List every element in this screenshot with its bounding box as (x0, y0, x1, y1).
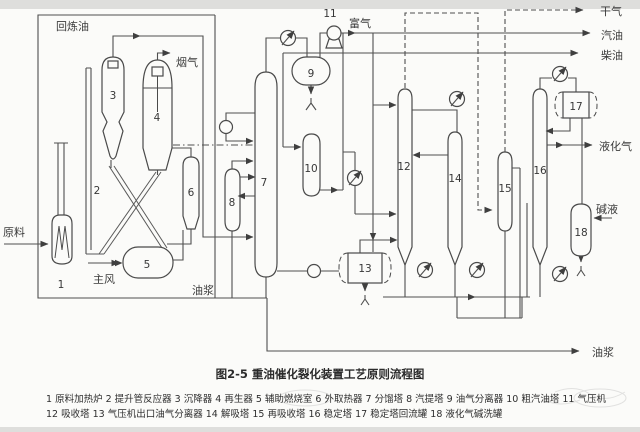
label-caustic: 碱液 (596, 202, 618, 216)
label-lpg: 液化气 (599, 139, 632, 153)
legend-line-1: 1 原料加热炉 2 提升管反应器 3 沉降器 4 再生器 5 辅助燃烧室 6 外… (46, 393, 606, 405)
scan-edge-top (0, 0, 640, 9)
figure-caption: 图2-5 重油催化裂化装置工艺原则流程图 (216, 367, 425, 381)
label-slurry-left: 油浆 (192, 283, 214, 297)
control-valve-icon (551, 65, 569, 83)
label-dry-gas: 干气 (600, 4, 622, 18)
regenerator-cyclone-icon (143, 76, 172, 112)
furnace-coil-icon (54, 225, 70, 259)
vessel-absorber-12 (397, 88, 413, 267)
equip-num-15: 15 (498, 183, 511, 195)
control-valve-icon (468, 261, 486, 279)
vessel-separator-13 (347, 252, 383, 284)
equip-num-7: 7 (261, 177, 268, 189)
equip-num-9: 9 (308, 68, 315, 80)
label-feed: 原料 (3, 225, 25, 239)
vessel-cat-cooler-6 (182, 156, 200, 230)
equip-num-2: 2 (94, 185, 101, 197)
scan-edge-bottom (0, 427, 640, 432)
vessel-fractionator-7 (254, 71, 278, 278)
label-diesel: 柴油 (601, 48, 623, 62)
equip-num-17: 17 (569, 101, 582, 113)
separator-13-heads (338, 252, 392, 284)
vessel-separator-9 (291, 56, 331, 86)
vessel-naphtha-stripper-10 (302, 133, 321, 197)
pump-icon (306, 263, 322, 279)
equip-num-13: 13 (358, 263, 371, 275)
label-slurry-out: 油浆 (592, 345, 614, 359)
equip-num-18: 18 (574, 227, 587, 239)
control-valve-icon (551, 265, 569, 283)
watermark-scribble (278, 388, 627, 408)
compressor-icon (326, 25, 342, 41)
vessel-desorber-14 (447, 131, 463, 267)
pump-icon (218, 119, 234, 135)
vessel-reabsorber-15 (497, 151, 513, 232)
equip-num-4: 4 (154, 112, 161, 124)
equip-num-5: 5 (144, 259, 151, 271)
equip-num-6: 6 (188, 187, 195, 199)
equip-num-1: 1 (58, 279, 65, 291)
equip-num-12: 12 (397, 161, 410, 173)
vessel-furnace-1 (51, 214, 73, 265)
vessel-aux-combustor-5 (122, 246, 174, 279)
equip-num-11: 11 (323, 8, 336, 20)
control-valve-icon (448, 90, 466, 108)
label-recycle-oil: 回炼油 (56, 19, 89, 33)
equip-num-3: 3 (110, 90, 117, 102)
label-rich-gas: 富气 (349, 16, 371, 30)
label-flue-gas: 烟气 (176, 55, 198, 69)
control-valves (279, 29, 569, 283)
equip-num-10: 10 (304, 163, 317, 175)
regenerator-cyclone-head (151, 66, 164, 77)
battery-limit-box (37, 14, 267, 299)
control-valve-icon (346, 169, 364, 187)
equip-num-8: 8 (229, 197, 236, 209)
control-valve-icon (416, 261, 434, 279)
equipment (51, 25, 598, 284)
control-valve-icon (279, 29, 297, 47)
vessel-stabilizer-16 (532, 88, 548, 267)
vessel-stripper-8 (224, 168, 241, 232)
equip-num-16: 16 (533, 165, 547, 177)
equip-num-14: 14 (448, 173, 462, 185)
vessel-reflux-drum-17 (562, 91, 590, 119)
label-gasoline: 汽油 (601, 28, 623, 42)
vessel-caustic-wash-18 (570, 203, 592, 257)
legend-line-2: 12 吸收塔 13 气压机出口油气分离器 14 解吸塔 15 再吸收塔 16 稳… (46, 408, 503, 420)
label-main-air: 主风 (93, 273, 115, 286)
reflux-drum-17-heads (554, 91, 598, 119)
settler-top-nozzle (107, 60, 119, 69)
vessel-settler-3 (101, 56, 125, 160)
